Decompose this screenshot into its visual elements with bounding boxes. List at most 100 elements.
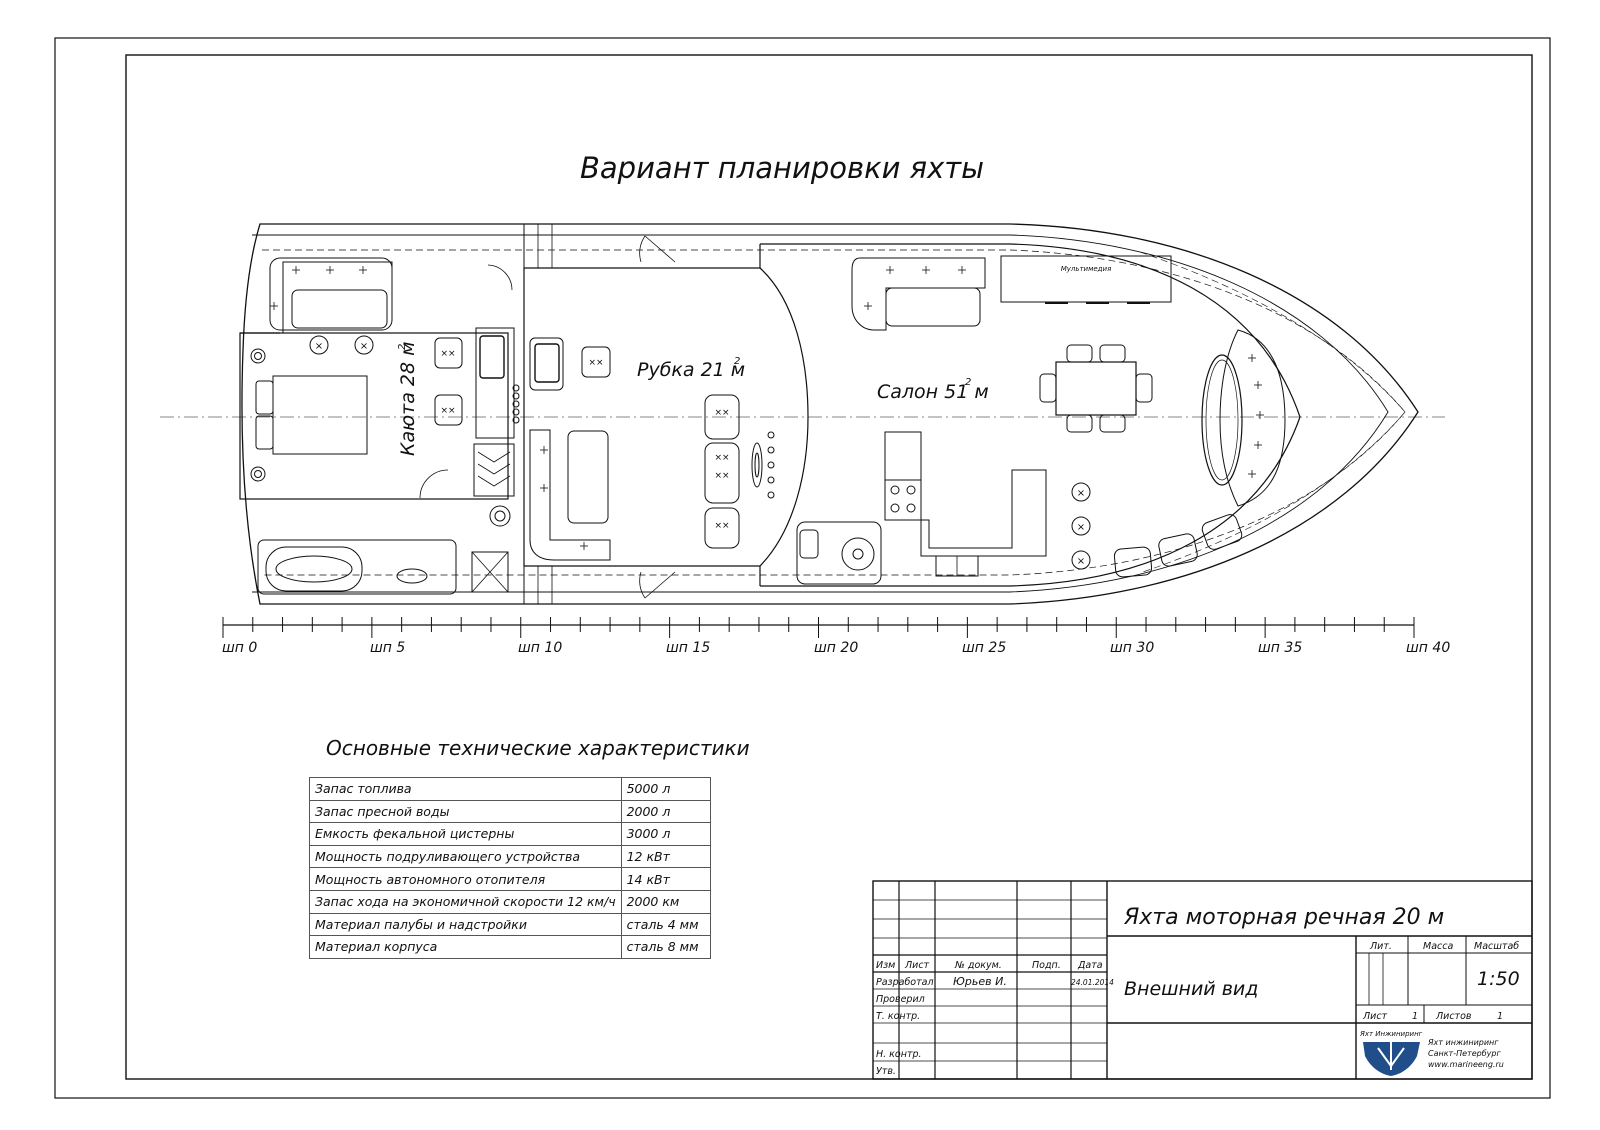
spec-value: 3000 л xyxy=(620,822,711,846)
spec-name: Мощность подруливающего устройства xyxy=(309,844,622,869)
spec-name: Запас пресной воды xyxy=(309,799,622,824)
hdr-izm: Изм xyxy=(876,960,895,971)
developer-name: Юрьев И. xyxy=(953,975,1007,988)
spec-value: 2000 км xyxy=(620,889,711,914)
svg-text:×: × xyxy=(1077,488,1085,499)
bathtub xyxy=(265,546,363,592)
scale-label-25: шп 25 xyxy=(962,640,1006,656)
specs-title: Основные технические характеристики xyxy=(326,736,750,760)
multimedia-unit xyxy=(1000,255,1172,303)
project-name: Яхта моторная речная 20 м xyxy=(1123,905,1444,930)
spec-value: сталь 8 мм xyxy=(620,935,711,959)
sheet-title: Внешний вид xyxy=(1124,978,1258,1000)
spec-row: Запас хода на экономичной скорости 12 км… xyxy=(309,889,711,914)
sheets-number: 1 xyxy=(1497,1011,1503,1022)
salon-wc xyxy=(796,521,882,585)
scale-value: 1:50 xyxy=(1477,968,1520,990)
scale-label-5: шп 5 xyxy=(370,640,405,656)
wheelhouse-area-exponent: 2 xyxy=(734,356,740,367)
svg-text:××: ×× xyxy=(714,521,729,531)
title-block-text: Яхта моторная речная 20 м Внешний вид Из… xyxy=(876,905,1520,1077)
row-developed: Разработал xyxy=(876,977,934,988)
cooktop xyxy=(884,479,922,521)
dining-table xyxy=(1055,361,1137,416)
salon-walls xyxy=(760,243,1301,587)
spec-value: 5000 л xyxy=(620,777,711,801)
sink xyxy=(396,568,428,584)
logo-text: Яхт Инжиниринг xyxy=(1359,1030,1423,1038)
scale-label-30: шп 30 xyxy=(1110,640,1154,656)
inner-frame xyxy=(125,54,1533,1080)
stairs xyxy=(473,443,515,497)
row-tcontrol: Т. контр. xyxy=(876,1011,920,1022)
scale-labels: шп 0 шп 5 шп 10 шп 15 шп 20 шп 25 шп 30 … xyxy=(222,640,1450,656)
spec-name: Запас хода на экономичной скорости 12 км… xyxy=(309,889,622,914)
title-block xyxy=(872,880,1533,1080)
company-logo xyxy=(1363,1042,1420,1076)
wheelhouse-label: Рубка 21 м xyxy=(637,359,745,381)
hdr-list: Лист xyxy=(904,960,930,971)
salon-area-exponent: 2 xyxy=(965,377,971,388)
company-line-3: www.marineeng.ru xyxy=(1428,1060,1504,1069)
dashed-hull-line-2 xyxy=(1139,251,1406,574)
spec-name: Запас топлива xyxy=(309,777,622,801)
yacht-plan: × × Каюта 28 м 2 ×× ×× xyxy=(160,223,1445,605)
galley-cabinet xyxy=(884,431,922,481)
drawing-title: Вариант планировки яхты xyxy=(580,151,984,185)
sheet-label: Лист xyxy=(1362,1011,1388,1022)
spec-value: сталь 4 мм xyxy=(620,912,711,937)
scale-label-15: шп 15 xyxy=(666,640,710,656)
row-approved: Утв. xyxy=(876,1066,896,1077)
spec-value: 2000 л xyxy=(620,799,711,824)
scale-label-40: шп 40 xyxy=(1406,640,1450,656)
svg-text:××: ×× xyxy=(714,453,729,463)
hull-outline xyxy=(241,223,1419,605)
spec-name: Емкость фекальной цистерны xyxy=(309,822,622,846)
scale-label-35: шп 35 xyxy=(1258,640,1302,656)
spec-name: Мощность автономного отопителя xyxy=(309,867,622,891)
svg-text:××: ×× xyxy=(440,406,455,416)
company-line-1: Яхт инжиниринг xyxy=(1427,1038,1499,1047)
galley-counter xyxy=(920,469,1047,557)
stool-2 xyxy=(354,335,374,355)
scale-label-10: шп 10 xyxy=(518,640,562,656)
cabin-walls xyxy=(239,332,509,500)
company-line-2: Санкт-Петербург xyxy=(1428,1049,1501,1058)
svg-text:×: × xyxy=(315,341,323,352)
stool-1 xyxy=(309,335,329,355)
spec-value: 12 кВт xyxy=(620,844,711,869)
outer-frame xyxy=(54,37,1551,1099)
steering-wheel xyxy=(751,442,763,488)
svg-text:×: × xyxy=(1077,522,1085,533)
spec-name: Материал палубы и надстройки xyxy=(309,912,622,937)
sheet-number: 1 xyxy=(1412,1011,1418,1022)
hdr-sign: Подп. xyxy=(1032,960,1061,971)
sofa-aft xyxy=(269,257,393,331)
svg-text:××: ×× xyxy=(440,349,455,359)
dashed-hull-line xyxy=(262,249,1406,576)
scale-label-0: шп 0 xyxy=(222,640,257,656)
hdr-date: Дата xyxy=(1077,960,1103,971)
multimedia-label: Мультимедия xyxy=(1061,265,1112,273)
salon-label: Салон 51 м xyxy=(877,381,989,403)
svg-text:×: × xyxy=(360,341,368,352)
scale-label-20: шп 20 xyxy=(814,640,858,656)
hdr-doc: № докум. xyxy=(954,960,1002,971)
cabin-area-exponent: 2 xyxy=(397,344,408,350)
svg-text:××: ×× xyxy=(714,471,729,481)
svg-text:×: × xyxy=(1077,556,1085,567)
bathroom xyxy=(257,539,457,595)
frame-scale xyxy=(222,617,1415,638)
wheelhouse-walls xyxy=(523,267,809,567)
deck-line xyxy=(252,234,1389,593)
mass-label: Масса xyxy=(1423,941,1453,952)
